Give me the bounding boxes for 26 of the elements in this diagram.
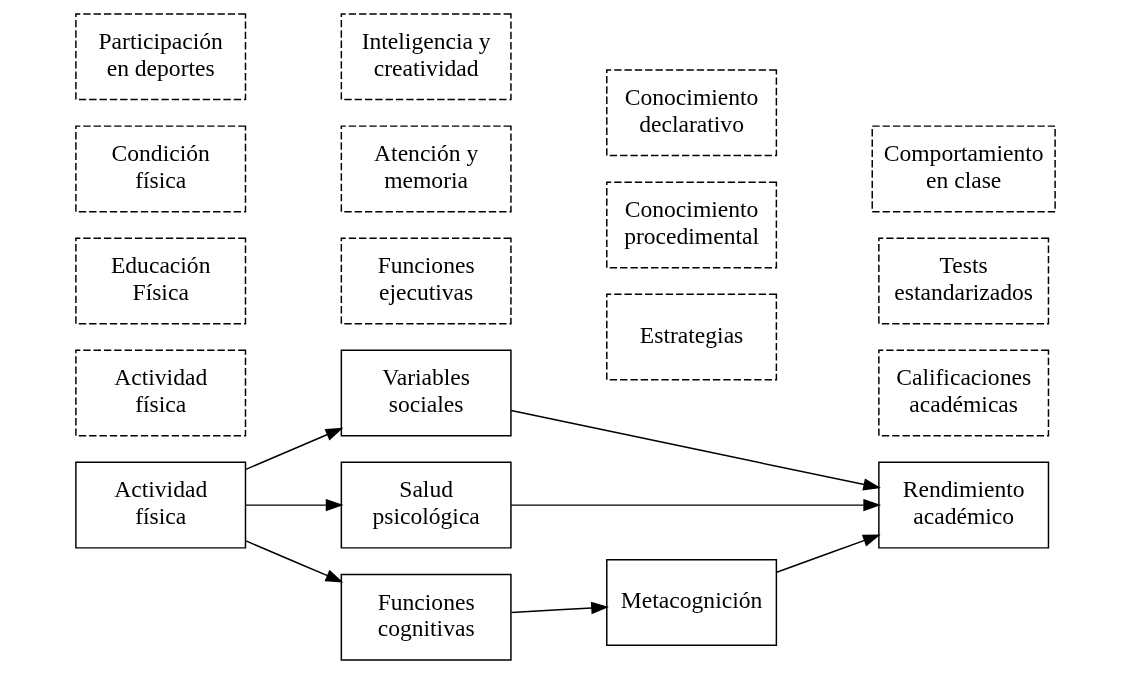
node-box: Educación Física [75,237,247,325]
node-box: Variables sociales [340,349,512,437]
node-box: Atención y memoria [340,125,512,213]
node-box: Rendimiento académico [878,461,1050,549]
arrow [245,427,344,471]
arrow [510,498,882,512]
node-box: Comportamiento en clase [871,125,1056,213]
arrow [510,409,881,491]
node-box: Actividad física [75,461,247,549]
node-box: Calificaciones académicas [878,349,1050,437]
arrow [776,534,881,573]
arrow [245,540,344,583]
node-box: Funciones ejecutivas [340,237,512,325]
node-box: Tests estandarizados [878,237,1050,325]
node-box: Actividad física [75,349,247,437]
arrow [510,601,609,615]
node-box: Conocimiento declarativo [606,69,778,157]
node-box: Salud psicológica [340,461,512,549]
node-box: Funciones cognitivas [340,573,512,661]
node-box: Participación en deportes [75,13,247,101]
node-box: Estrategias [606,293,778,381]
arrow [245,498,344,512]
node-box: Condición física [75,125,247,213]
node-box: Inteligencia y creatividad [340,13,512,101]
node-box: Metacognición [606,558,778,646]
node-box: Conocimiento procedimental [606,181,778,269]
